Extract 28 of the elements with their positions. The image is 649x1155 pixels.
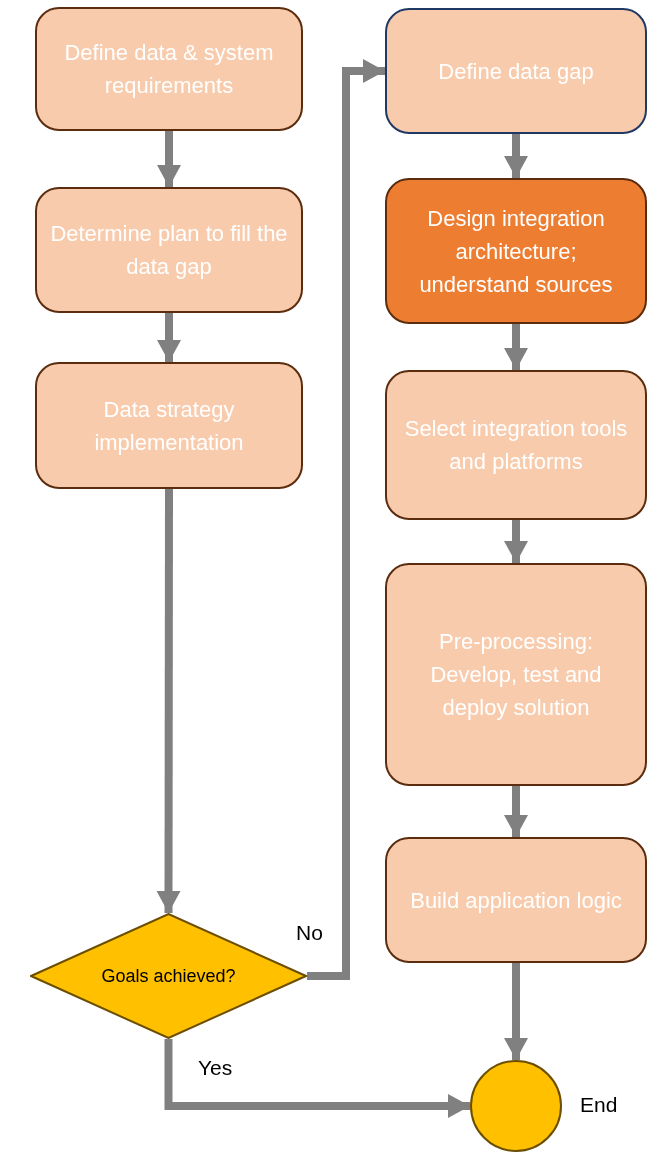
node-text: Goals achieved? xyxy=(101,964,236,988)
node-text: Define data gap xyxy=(438,57,594,86)
arrow xyxy=(156,489,181,913)
process-box xyxy=(35,362,303,489)
process-box xyxy=(385,837,647,963)
process-box xyxy=(385,8,647,134)
end-label: End xyxy=(580,1093,618,1117)
node-text: Select integration tools and platforms xyxy=(403,415,629,476)
node-text: Design integration architecture; understand sources xyxy=(418,204,614,299)
node-text: Pre-processing: Develop, test and deploy solution xyxy=(429,628,603,722)
node-text: Define data & system requirements xyxy=(63,39,275,100)
arrow xyxy=(504,963,528,1060)
arrow xyxy=(504,520,528,563)
node-text: Data strategy implementation xyxy=(93,395,245,457)
arrow xyxy=(157,313,181,362)
arrow xyxy=(504,324,528,370)
arrow xyxy=(307,59,385,980)
process-box xyxy=(385,370,647,520)
process-box xyxy=(385,178,647,324)
arrow xyxy=(504,134,528,178)
process-box xyxy=(385,563,647,786)
process-box xyxy=(35,187,303,313)
arrow xyxy=(164,1039,470,1118)
process-box xyxy=(35,7,303,131)
node-text: Determine plan to fill the data gap xyxy=(49,220,289,281)
arrow xyxy=(504,786,528,837)
arrow xyxy=(157,131,181,187)
node-text: Build application logic xyxy=(410,886,622,915)
